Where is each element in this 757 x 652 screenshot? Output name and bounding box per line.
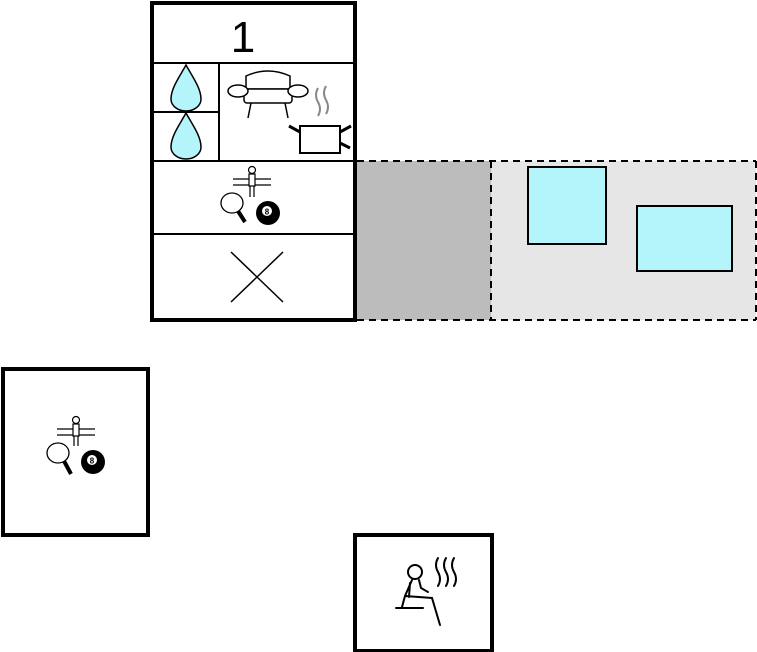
sauna-outline	[353, 533, 494, 652]
sofa-icon	[227, 70, 309, 119]
water-drop-icon	[170, 63, 202, 112]
billiard-ball-icon: 8	[256, 201, 280, 225]
pool-left	[527, 166, 607, 245]
main-building: 1	[150, 1, 357, 322]
annex-building: 8	[1, 367, 150, 537]
billiard-ball-number: 8	[90, 457, 95, 466]
sauna-icon	[395, 557, 457, 626]
cross-icon	[230, 251, 284, 303]
water-drop-icon	[170, 111, 202, 160]
floor-label: 1	[231, 13, 255, 62]
table-tennis-icon	[220, 192, 247, 224]
table-tennis-icon	[46, 442, 73, 475]
sauna-building	[353, 533, 494, 652]
table-football-icon	[233, 165, 271, 197]
terrace	[357, 160, 757, 321]
annex-outline	[1, 367, 150, 537]
billiard-ball-number: 8	[265, 208, 270, 217]
cooking-pot-icon	[288, 85, 352, 154]
billiard-ball-icon: 8	[81, 450, 105, 474]
table-football-icon	[57, 415, 95, 446]
terrace-dark-area	[357, 161, 491, 320]
pool-right	[636, 205, 733, 272]
